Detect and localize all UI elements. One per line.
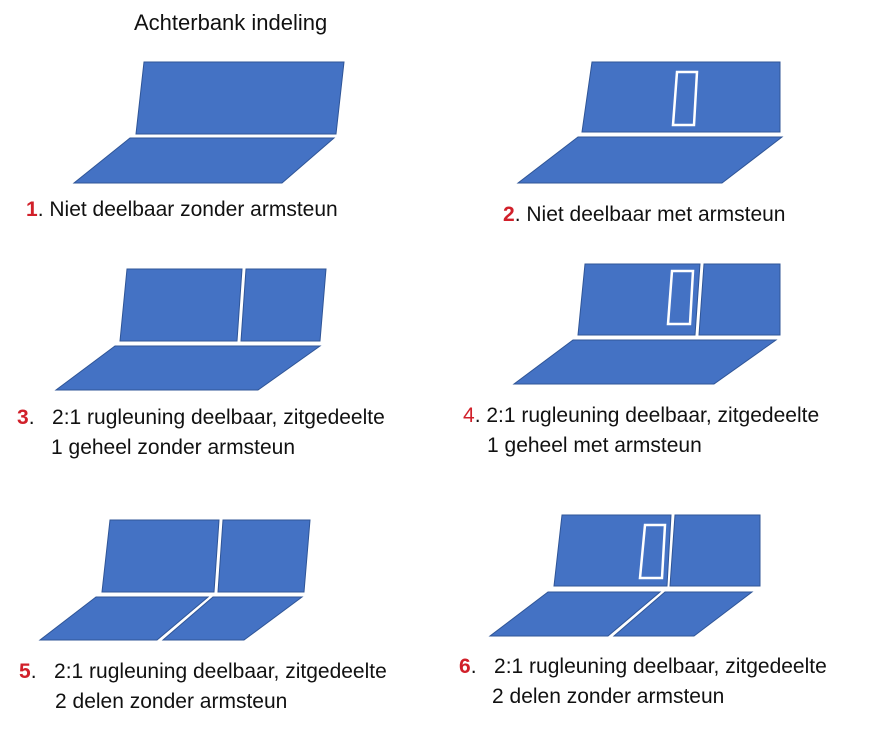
backrest-panel-right <box>698 263 781 336</box>
option-number: 5 <box>19 660 31 683</box>
option-caption-4: 4. 2:1 rugleuning deelbaar, zitgedeelte … <box>463 401 819 461</box>
option-caption-6: 6. 2:1 rugleuning deelbaar, zitgedeelte … <box>459 652 827 712</box>
backrest-panel-right <box>217 519 311 593</box>
backrest-panel-left <box>101 519 220 593</box>
armrest-outline <box>671 70 699 127</box>
option-description: 2:1 rugleuning deelbaar, zitgedeelte <box>486 404 820 427</box>
option-description-line2: 1 geheel zonder armsteun <box>51 436 295 459</box>
seat-diagram-5 <box>38 519 311 641</box>
seat-panel <box>512 339 778 385</box>
seat-panel <box>516 136 784 184</box>
seat-panel-right <box>612 591 754 637</box>
seat-diagram-6 <box>488 514 761 637</box>
backrest-panel <box>135 61 345 135</box>
option-number: 2 <box>503 203 515 226</box>
backrest-panel-left <box>119 268 243 342</box>
seat-panel <box>54 345 322 391</box>
option-number: 4 <box>463 404 475 427</box>
backrest-panel <box>581 61 781 133</box>
seat-diagram-1 <box>72 61 345 184</box>
option-description: 2:1 rugleuning deelbaar, zitgedeelte <box>54 660 387 683</box>
option-caption-3: 3. 2:1 rugleuning deelbaar, zitgedeelte … <box>17 403 385 463</box>
option-description-line2: 1 geheel met armsteun <box>487 434 702 457</box>
option-number: 1 <box>26 198 38 221</box>
backrest-panel-right <box>669 514 761 587</box>
option-number: 3 <box>17 406 29 429</box>
option-description-line2: 2 delen zonder armsteun <box>55 690 288 713</box>
seat-diagram-2 <box>516 61 784 184</box>
option-caption-5: 5. 2:1 rugleuning deelbaar, zitgedeelte … <box>19 657 387 717</box>
option-caption-1: 1. Niet deelbaar zonder armsteun <box>26 198 338 221</box>
option-number: 6 <box>459 655 471 678</box>
armrest-outline <box>666 269 695 326</box>
option-description: 2:1 rugleuning deelbaar, zitgedeelte <box>52 406 385 429</box>
diagram-title: Achterbank indeling <box>134 10 328 35</box>
option-caption-2: 2. Niet deelbaar met armsteun <box>503 203 786 226</box>
option-description: 2:1 rugleuning deelbaar, zitgedeelte <box>494 655 827 678</box>
seat-diagram-3 <box>54 268 327 391</box>
option-description: Niet deelbaar zonder armsteun <box>49 198 338 221</box>
option-description-line2: 2 delen zonder armsteun <box>492 685 725 708</box>
seat-panel-right <box>161 596 304 641</box>
backrest-panel-right <box>240 268 327 342</box>
option-description: Niet deelbaar met armsteun <box>526 203 786 226</box>
seat-diagram-4 <box>512 263 781 385</box>
seat-panel-left <box>488 591 662 637</box>
seat-panel-left <box>38 596 210 641</box>
seat-panel <box>72 137 336 184</box>
armrest-outline <box>638 523 667 580</box>
